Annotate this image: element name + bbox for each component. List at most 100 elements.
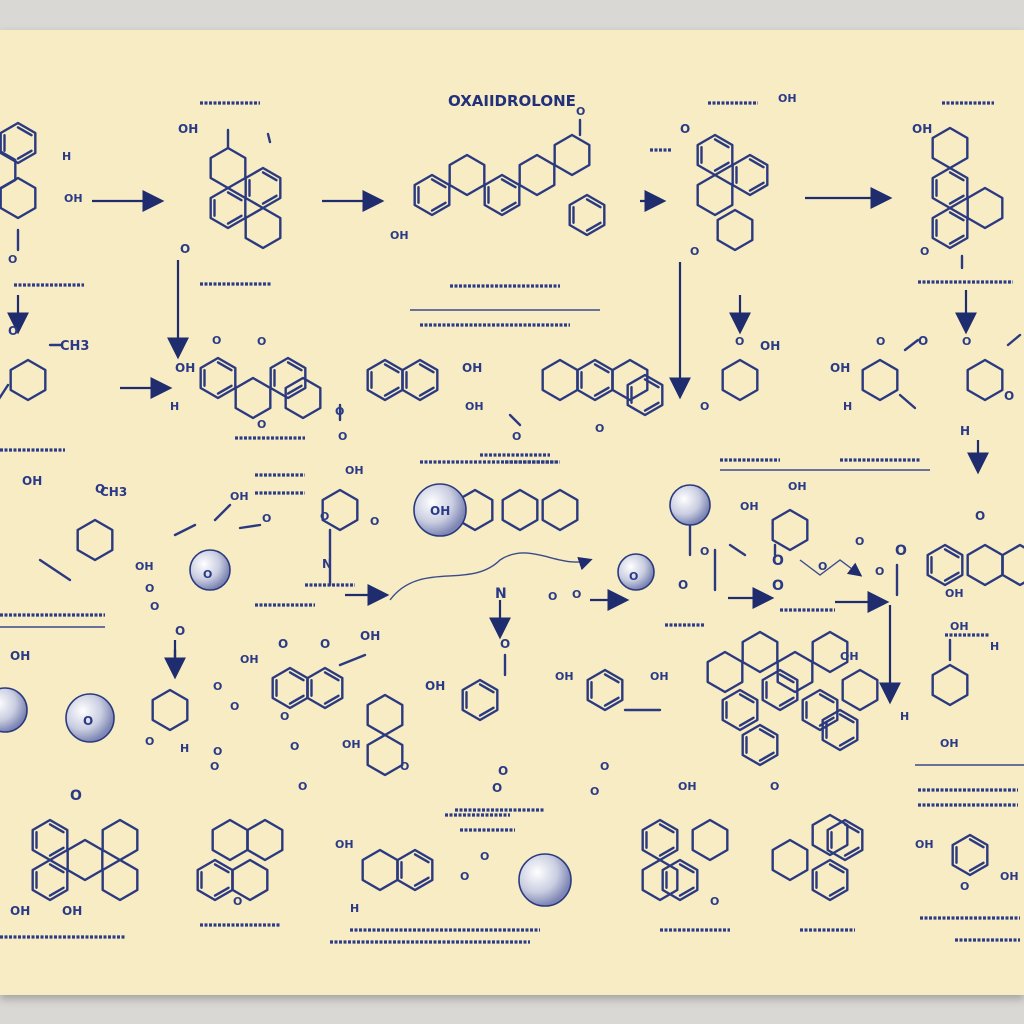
atom-label: OH xyxy=(650,670,669,683)
ring xyxy=(396,848,434,892)
atom-label: O xyxy=(600,760,609,773)
atom-label: H xyxy=(170,400,179,413)
atom-label: O xyxy=(1004,389,1014,403)
ring xyxy=(101,818,139,862)
ring xyxy=(811,858,849,902)
double-bond xyxy=(430,178,447,189)
ring xyxy=(483,173,521,217)
ring xyxy=(661,858,699,902)
double-bond xyxy=(603,696,620,707)
atom-label: O xyxy=(855,535,864,548)
atom-label: OH xyxy=(240,653,259,666)
ring xyxy=(931,126,969,170)
atom-label: H xyxy=(180,742,189,755)
ring xyxy=(741,723,779,767)
atom-label: OH xyxy=(135,560,154,573)
atom-label: O xyxy=(500,637,510,651)
ring xyxy=(691,818,729,862)
double-bond xyxy=(968,861,985,872)
double-bond xyxy=(413,853,430,864)
double-bond xyxy=(288,694,305,705)
ring xyxy=(861,358,899,402)
ring xyxy=(696,133,734,177)
double-bond xyxy=(948,194,965,205)
atom-label: OH xyxy=(778,92,797,105)
ring xyxy=(101,858,139,902)
ring xyxy=(841,668,879,712)
double-bond xyxy=(678,886,695,897)
atom-label: OH xyxy=(335,838,354,851)
ring xyxy=(366,693,404,737)
double-bond xyxy=(603,673,620,684)
atom-label: O xyxy=(278,637,288,651)
bond xyxy=(1006,333,1022,347)
atom-label: O xyxy=(962,335,971,348)
molecule-rings xyxy=(0,121,1024,902)
atom-label: OH xyxy=(62,904,82,918)
bond xyxy=(266,132,272,144)
double-bond xyxy=(585,198,602,209)
ring xyxy=(626,373,664,417)
double-bond xyxy=(943,571,960,582)
ring xyxy=(366,733,404,777)
atom-label: OH xyxy=(10,649,30,663)
atom-label: O xyxy=(298,780,307,793)
ring xyxy=(771,838,809,882)
sphere xyxy=(617,553,655,591)
atom-label: OH xyxy=(175,361,195,375)
double-bond xyxy=(843,846,860,857)
ring xyxy=(931,206,969,250)
double-bond xyxy=(828,886,845,897)
atom-label: H xyxy=(990,640,999,653)
double-bond xyxy=(778,673,795,684)
double-bond xyxy=(678,863,695,874)
double-bond xyxy=(643,378,660,389)
double-bond xyxy=(593,363,610,374)
double-bond xyxy=(418,386,435,397)
ring xyxy=(199,356,237,400)
atom-label: OH xyxy=(22,474,42,488)
sphere xyxy=(65,693,115,743)
atom-label: O xyxy=(213,680,222,693)
ring xyxy=(1001,543,1024,587)
ring xyxy=(413,173,451,217)
ring xyxy=(461,678,499,722)
atom-label: OH xyxy=(342,738,361,751)
ring xyxy=(611,358,649,402)
atom-label: O xyxy=(257,418,266,431)
ring xyxy=(553,133,591,177)
double-bond xyxy=(758,751,775,762)
atom-label: N xyxy=(495,586,507,602)
ring xyxy=(541,488,579,532)
atom-label: OH xyxy=(678,780,697,793)
atom-label: O xyxy=(210,760,219,773)
bond xyxy=(238,523,262,530)
ring xyxy=(801,688,839,732)
ring xyxy=(234,376,272,420)
atom-label: H xyxy=(62,150,71,163)
double-bond xyxy=(288,671,305,682)
ring xyxy=(518,153,556,197)
atom-label: OH xyxy=(465,400,484,413)
ring xyxy=(231,858,269,902)
atom-label: CH3 xyxy=(100,485,127,499)
double-bond xyxy=(748,158,765,169)
atom-label: O xyxy=(150,600,159,613)
atom-label: OH xyxy=(178,122,198,136)
double-bond xyxy=(658,823,675,834)
double-bond xyxy=(383,363,400,374)
atom-label: O xyxy=(145,735,154,748)
ring xyxy=(0,121,37,165)
atom-label: O xyxy=(370,515,379,528)
atom-label: OH xyxy=(945,587,964,600)
atom-label: O xyxy=(262,512,271,525)
double-bond xyxy=(418,363,435,374)
bond xyxy=(38,558,72,582)
atom-label: O xyxy=(512,430,521,443)
atom-label: O xyxy=(8,324,18,338)
ring xyxy=(706,650,744,694)
atom-label: O xyxy=(480,850,489,863)
atom-label: O xyxy=(876,335,885,348)
